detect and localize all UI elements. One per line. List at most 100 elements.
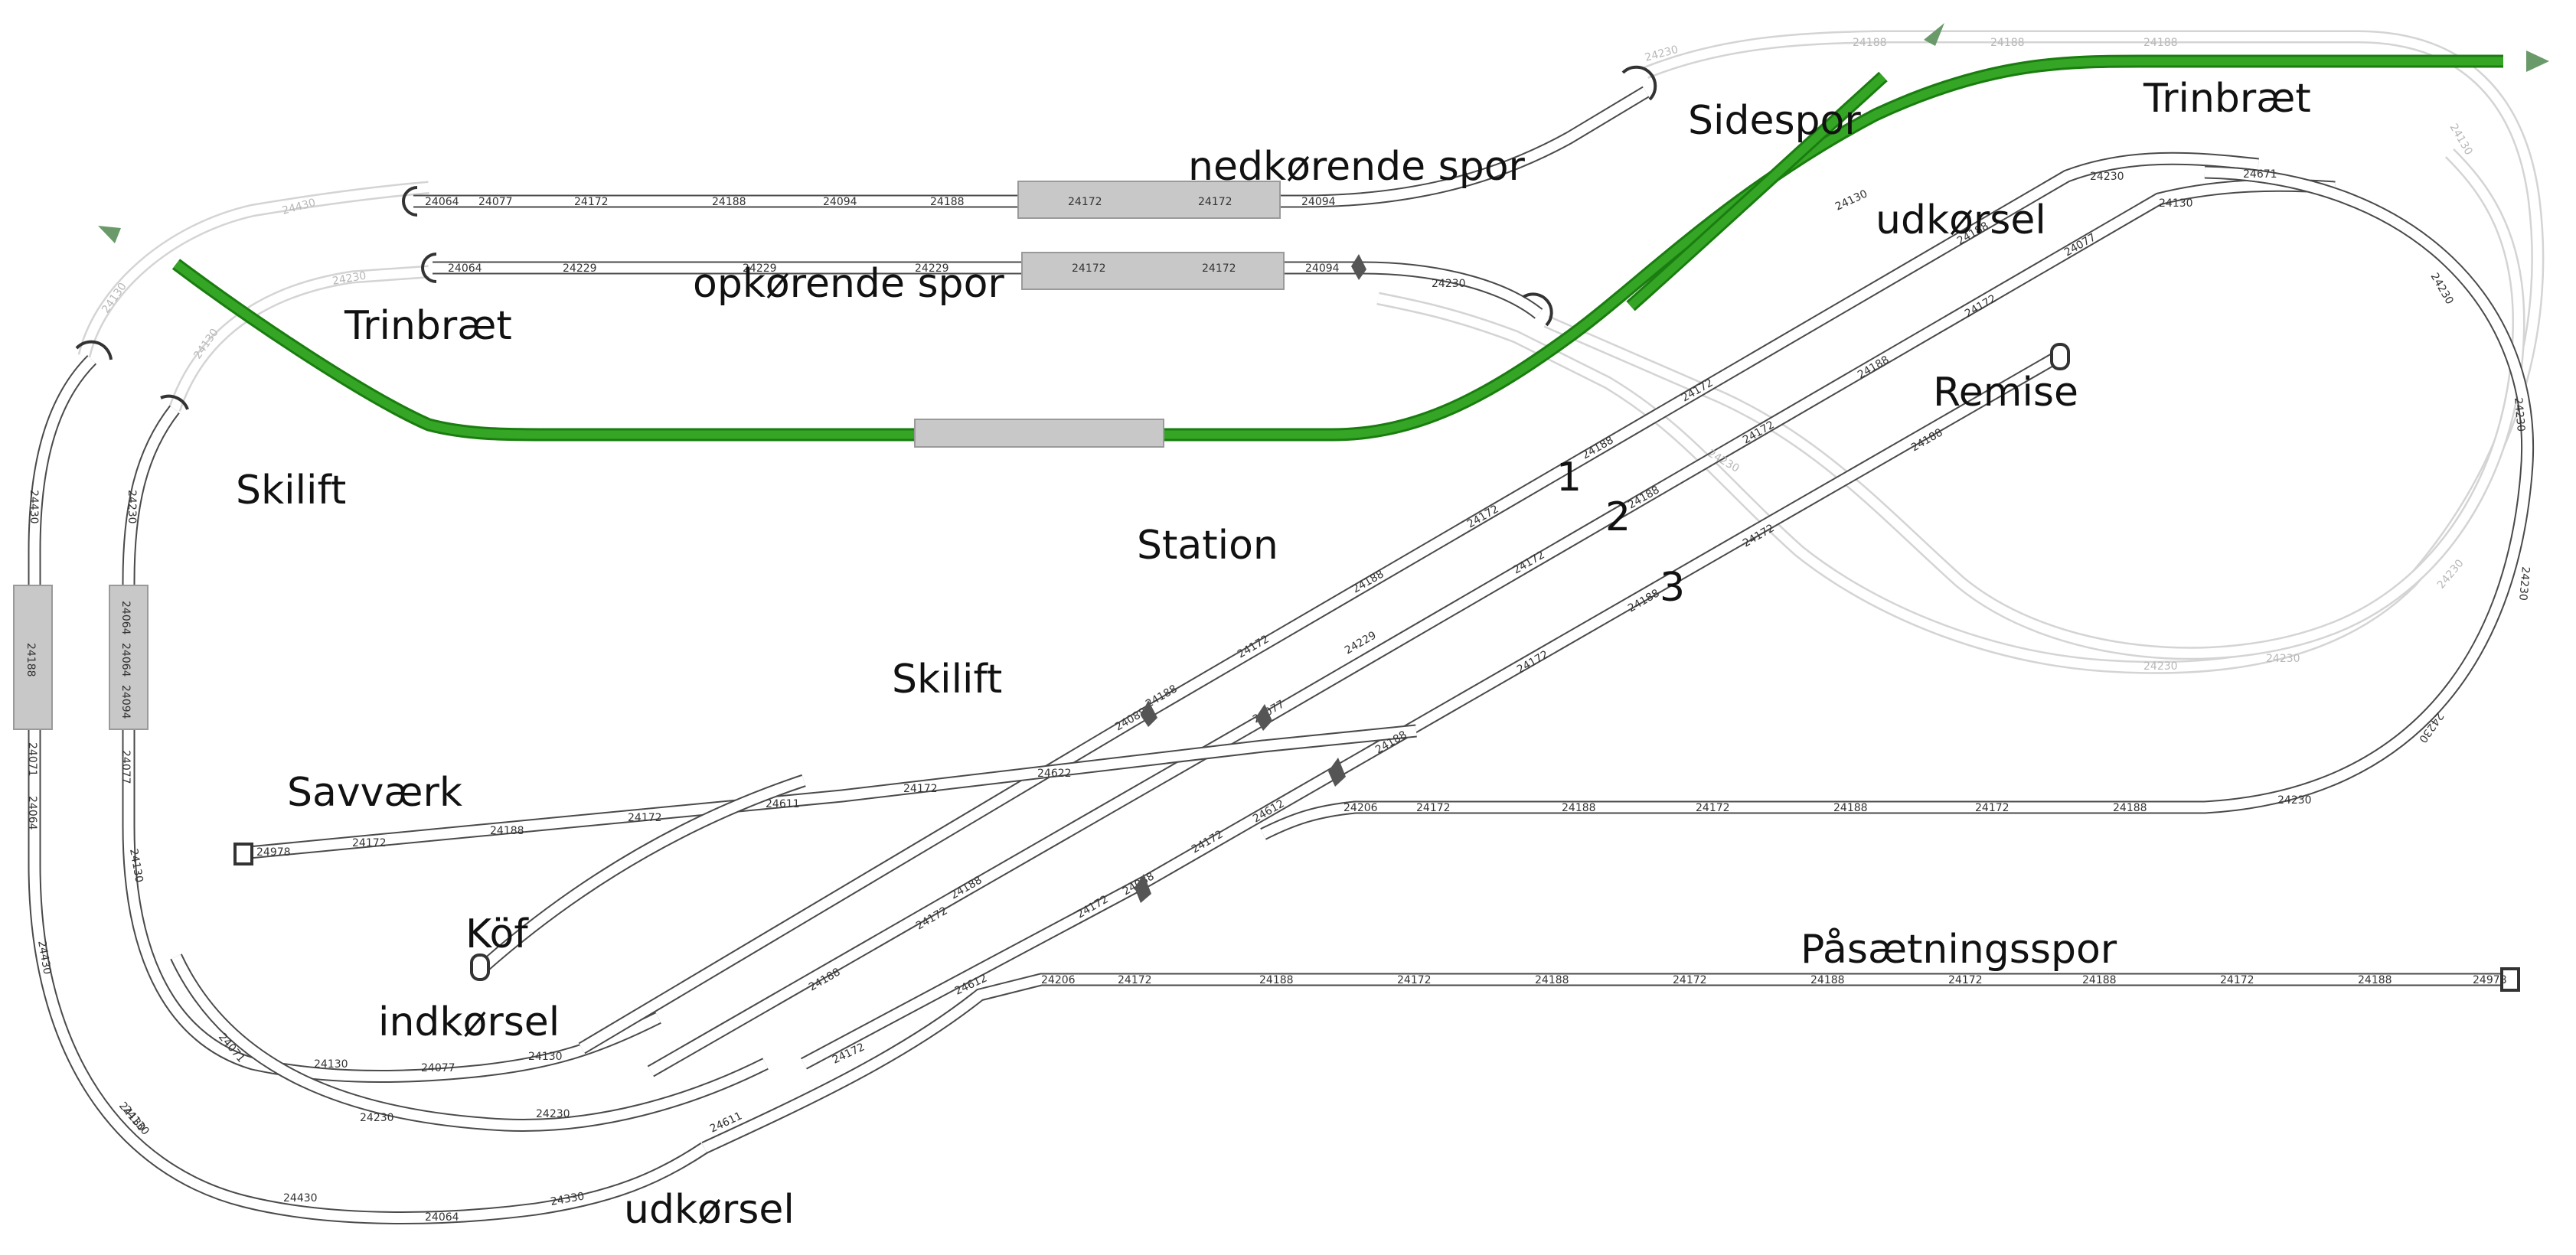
pn-nedkorende-5: 24188 [930,196,965,208]
pn-nedkorende-4: 24094 [823,196,857,208]
pn-pasaetning-3: 24172 [1397,974,1432,986]
pn-left-outer-4: 24430 [35,940,53,976]
label-trinbraet-top: Trinbræt [2143,76,2311,122]
pn-pasaetning-1: 24172 [1118,974,1152,986]
inactive-tracks [77,30,2545,674]
label-remise: Remise [1933,370,2078,416]
platform-nedkorende [1017,181,1281,219]
pn-bottom-2: 24064 [425,1211,459,1224]
pn-savvaerk-4: 24611 [766,798,800,810]
pn-left-inner-0: 24230 [126,490,138,524]
pn-pasaetning-11: 24978 [2473,974,2507,986]
label-skilift-left: Skilift [236,468,347,513]
pn-left-inner-5: 24130 [127,848,145,884]
pn-bottom-1: 24430 [283,1192,318,1204]
switch-markers [1135,254,1366,903]
pn-nedkorende-1: 24077 [478,196,513,208]
arrow-right-icon [2526,51,2549,72]
label-nedkorende-spor: nedkørende spor [1188,144,1525,190]
arrow-top-icon [1924,23,1944,46]
label-skilift-mid: Skilift [892,657,1003,702]
pn-pasaetning-8: 24188 [2082,974,2117,986]
active-tracks [28,86,2534,1224]
pn-savvaerk-2: 24188 [490,825,524,837]
pn-faded-9: 24230 [2266,653,2300,665]
arrow-left-icon [98,226,121,243]
buffer-savvaerk [233,843,253,865]
label-pasaetningsspor: Påsætningsspor [1801,927,2117,973]
pn-inner-6: 24188 [2113,802,2147,814]
switch-icon [1141,700,1157,727]
pn-faded-6: 24188 [1990,37,2025,49]
pn-indkorsel-0: 24130 [314,1058,348,1071]
pn-faded-5: 24188 [1853,37,1887,49]
pn-left-outer-2: 24071 [26,742,38,777]
pn-indkorsel-1: 24077 [421,1062,455,1074]
pn-opkorende-1: 24229 [563,262,597,275]
pn-savvaerk-3: 24172 [628,812,662,824]
label-udkorsel-top: udkørsel [1876,197,2046,243]
pn-nedkorende-2: 24172 [574,196,609,208]
pn-faded-10: 24230 [2435,557,2467,591]
pn-opkorende-3: 24229 [915,262,949,275]
pn-indkorsel-3: 24230 [360,1112,394,1124]
pn-savvaerk-5: 24172 [903,783,938,795]
pn-opkorende-7: 24230 [1432,278,1466,290]
pn-right-5: 24230 [2512,397,2527,432]
pn-inner-4: 24188 [1833,802,1868,814]
pn-faded-2: 24230 [331,269,367,287]
pn-savvaerk-0: 24978 [256,846,291,859]
pn-right-2: 24671 [2243,168,2277,181]
switch-icon [1255,704,1272,731]
pn-pasaetning-7: 24172 [1948,974,1983,986]
pn-nedkorende-7: 24172 [1198,196,1232,208]
route-arrows [98,23,2549,243]
pn-st2-8: 24077 [2062,231,2098,259]
pn-left-inner-3: 24094 [119,685,132,719]
pn-pasaetning-0: 24206 [1041,974,1076,986]
platform-left-inner [109,585,149,730]
label-trinbraet-left: Trinbræt [344,303,512,349]
pn-right-4: 24230 [2428,271,2456,307]
pn-st1-5: 24172 [1465,503,1501,530]
label-station: Station [1137,523,1278,569]
pn-opkorende-2: 24229 [743,262,777,275]
pn-nedkorende-6: 24172 [1068,196,1102,208]
pn-indkorsel-2: 24130 [528,1051,563,1063]
pn-savvaerk-1: 24172 [352,837,387,849]
pn-inner-0: 24206 [1344,802,1378,814]
pn-faded-8: 24230 [2143,660,2178,673]
label-track-3: 3 [1660,565,1686,611]
buffer-pasaetning [2500,967,2520,992]
pn-inner-5: 24172 [1975,802,2010,814]
pn-left-inner-1: 24064 [119,601,132,635]
pn-pasaetning-9: 24172 [2220,974,2254,986]
pn-left-outer-3: 24064 [26,796,38,830]
pn-opkorende-0: 24064 [448,262,482,275]
switch-icon [1135,874,1151,903]
pn-inner-1: 24172 [1416,802,1451,814]
pn-indkorsel-4: 24230 [536,1108,570,1120]
pn-right-3: 24130 [2159,197,2193,210]
pn-pasaetning-2: 24188 [1259,974,1294,986]
label-udkorsel-bottom: udkørsel [624,1187,795,1233]
pn-nedkorende-8: 24094 [1301,196,1336,208]
pn-left-inner-4: 24077 [119,750,132,784]
pn-pasaetning-10: 24188 [2358,974,2392,986]
buffer-nedkorende [402,186,418,217]
switch-icon [1328,758,1346,787]
pn-left-outer-0: 24430 [28,490,40,524]
platform-station [914,419,1164,448]
label-savvaerk: Savværk [287,770,462,816]
label-sidespor: Sidespor [1688,98,1861,144]
pn-opkorende-6: 24094 [1305,262,1340,275]
buffer-top [1621,65,1657,101]
pn-right-1: 24230 [2090,171,2124,183]
pn-opkorende-4: 24172 [1072,262,1106,275]
pn-nedkorende-3: 24188 [712,196,746,208]
pn-opkorende-5: 24172 [1202,262,1236,275]
buffer-left-outer [75,340,113,360]
buffer-kof [470,953,490,981]
label-opkorende-spor: opkørende spor [693,261,1004,307]
